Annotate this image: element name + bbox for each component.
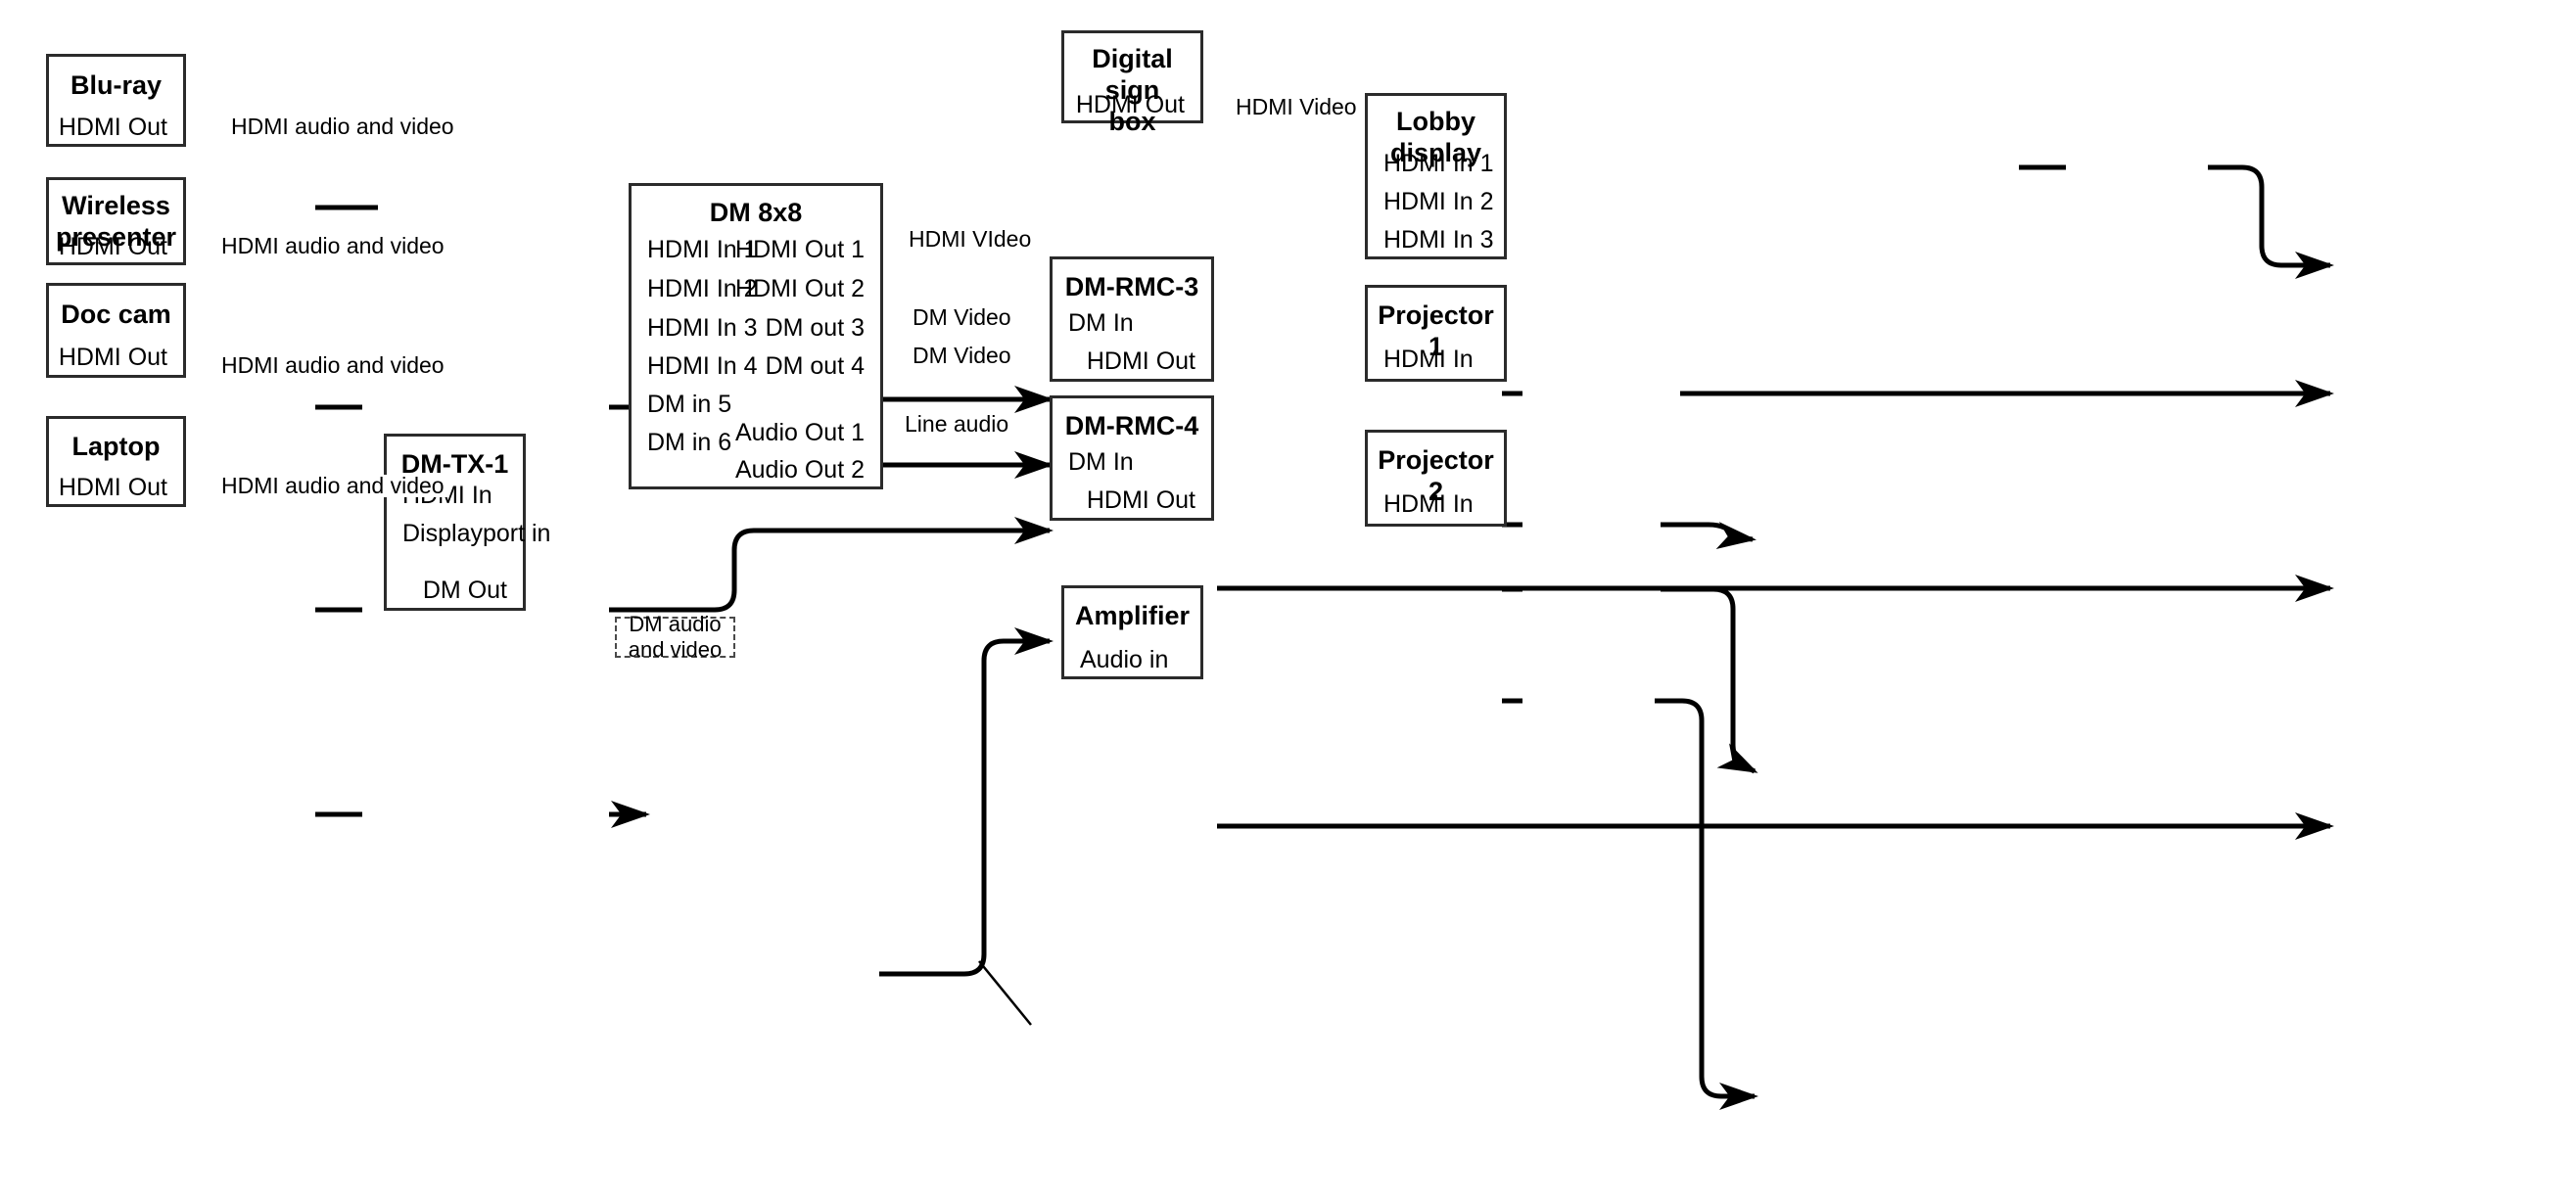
node-bluray-title: Blu-ray [70, 70, 163, 100]
port-amplifier-audio-in: Audio in [1080, 646, 1169, 673]
port-dm-8x8-hdmi-out-1: HDMI Out 1 [735, 236, 865, 263]
edge-label-signbox-link: HDMI Video [1232, 96, 1361, 118]
node-dm-rmc-3[interactable]: DM-RMC-3 DM In HDMI Out [1050, 256, 1214, 382]
node-laptop-title: Laptop [71, 432, 161, 461]
port-dm-8x8-audio-out-1: Audio Out 1 [734, 419, 865, 446]
node-dm-8x8-title: DM 8x8 [709, 198, 803, 227]
port-dm-rmc-4-dm-in: DM In [1068, 448, 1134, 476]
note-dm-audio-and-video-text: DM audio and video [628, 611, 723, 662]
port-dm-rmc-3-hdmi-out: HDMI Out [1086, 347, 1195, 375]
edge-label-dmout4-link: DM Video [909, 345, 1015, 367]
wire-signbox-to-lobby-hdmi1-b [2208, 164, 2335, 280]
node-projector-2-title: Projector 2 [1378, 445, 1494, 506]
node-projector-2[interactable]: Projector 2 HDMI In [1365, 430, 1507, 527]
port-projector-1-hdmi-in: HDMI In [1383, 346, 1474, 373]
wire-doccam-to-dm-in3-b [609, 517, 1054, 613]
port-dm-8x8-hdmi-in-4: HDMI In 4 [647, 352, 758, 380]
port-doc-cam-hdmi-out: HDMI Out [58, 344, 167, 371]
wire-audioout1-to-amplifier-b [1655, 698, 1759, 1111]
wire-dmout3-to-rmc3-b [1661, 522, 1756, 549]
note-dm-audio-and-video: DM audio and video [615, 612, 735, 662]
edge-label-dmout3-link: DM Video [909, 306, 1015, 329]
port-dm-rmc-4-hdmi-out: HDMI Out [1086, 486, 1195, 514]
edge-label-hdmiout1-link: HDMI VIdeo [905, 228, 1036, 251]
port-dm-8x8-dm-out-4: DM out 4 [765, 352, 865, 380]
node-amplifier-title: Amplifier [1074, 601, 1191, 630]
port-dm-tx-1-displayport-in: Displayport in [402, 520, 551, 547]
node-projector-1-title: Projector 1 [1378, 300, 1494, 361]
node-dm-rmc-3-title: DM-RMC-3 [1064, 272, 1199, 301]
port-dm-8x8-dm-out-3: DM out 3 [765, 314, 865, 342]
node-dm-tx-1[interactable]: DM-TX-1 HDMI In Displayport in DM Out [384, 434, 550, 611]
wire-dmtx-to-dm-in5 [879, 627, 1054, 977]
note-leader-line [978, 960, 1032, 1026]
port-dm-8x8-hdmi-out-2: HDMI Out 2 [735, 275, 865, 302]
port-laptop-hdmi-out: HDMI Out [58, 474, 167, 501]
port-lobby-display-hdmi-in-3: HDMI In 3 [1383, 226, 1494, 254]
port-dm-8x8-hdmi-in-3: HDMI In 3 [647, 314, 758, 342]
port-dm-rmc-3-dm-in: DM In [1068, 309, 1134, 337]
node-dm-tx-1-title: DM-TX-1 [400, 449, 509, 479]
port-digital-sign-box-hdmi-out: HDMI Out [1075, 91, 1185, 118]
port-dm-8x8-audio-out-2: Audio Out 2 [734, 456, 865, 484]
port-dm-8x8-dm-in-5: DM in 5 [647, 391, 732, 418]
edge-label-bluray-link: HDMI audio and video [227, 115, 458, 138]
port-projector-2-hdmi-in: HDMI In [1383, 490, 1474, 518]
edge-label-laptop-link: HDMI audio and video [217, 475, 448, 497]
node-dm-rmc-4-title: DM-RMC-4 [1064, 411, 1199, 440]
node-laptop[interactable]: Laptop HDMI Out [46, 416, 186, 507]
edge-label-audioout1-link: Line audio [901, 413, 1013, 436]
node-projector-1[interactable]: Projector 1 HDMI In [1365, 285, 1507, 382]
edge-label-doccam-link: HDMI audio and video [217, 354, 448, 377]
node-dm-rmc-4[interactable]: DM-RMC-4 DM In HDMI Out [1050, 395, 1214, 521]
node-doc-cam[interactable]: Doc cam HDMI Out [46, 283, 186, 378]
port-lobby-display-hdmi-in-1: HDMI In 1 [1383, 150, 1494, 177]
node-amplifier[interactable]: Amplifier Audio in [1061, 585, 1203, 679]
port-dm-tx-1-dm-out: DM Out [422, 577, 507, 604]
node-doc-cam-title: Doc cam [61, 300, 171, 329]
wire-dmout4-to-rmc4-b [1661, 586, 1758, 774]
port-bluray-hdmi-out: HDMI Out [58, 114, 167, 141]
port-lobby-display-hdmi-in-2: HDMI In 2 [1383, 188, 1494, 215]
edge-label-wireless-link: HDMI audio and video [217, 235, 448, 257]
node-bluray[interactable]: Blu-ray HDMI Out [46, 54, 186, 147]
port-wireless-presenter-hdmi-out: HDMI Out [58, 233, 167, 260]
node-dm-8x8[interactable]: DM 8x8 HDMI In 1 HDMI In 2 HDMI In 3 HDM… [629, 183, 883, 489]
port-dm-8x8-dm-in-6: DM in 6 [647, 429, 732, 456]
